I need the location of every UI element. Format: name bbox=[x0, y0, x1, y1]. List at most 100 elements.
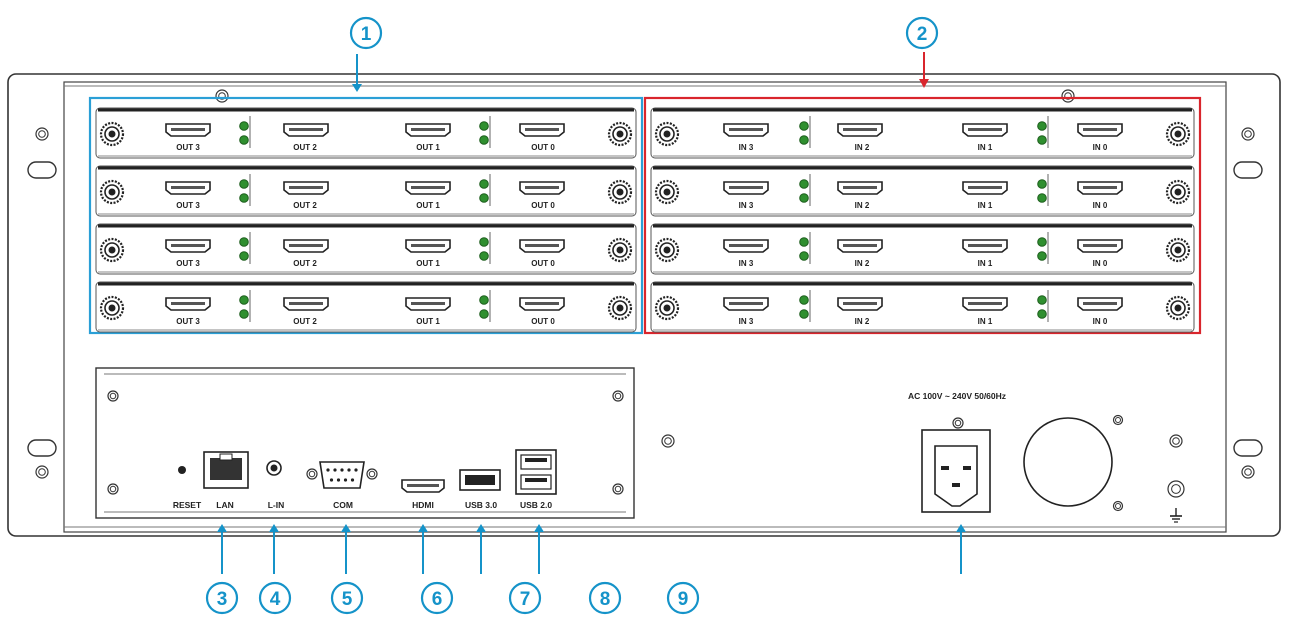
thumbscrew-center bbox=[1174, 246, 1182, 254]
power-rating-label: AC 100V ~ 240V 50/60Hz bbox=[908, 391, 1006, 401]
port-label-3: COM bbox=[333, 500, 353, 510]
hdmi-pins bbox=[289, 128, 323, 131]
panel-screw bbox=[612, 390, 624, 402]
output-port-label: OUT 1 bbox=[416, 317, 440, 326]
arrow-head bbox=[269, 524, 279, 532]
callout-6: 6 bbox=[420, 581, 454, 615]
hdmi-pins bbox=[289, 244, 323, 247]
hdmi-pins bbox=[968, 128, 1002, 131]
led-indicator bbox=[1037, 295, 1047, 305]
led-indicator bbox=[479, 237, 489, 247]
callout-circle bbox=[258, 581, 292, 615]
screw-inner bbox=[38, 468, 46, 476]
hdmi-port bbox=[962, 181, 1008, 195]
led-indicator bbox=[479, 135, 489, 145]
output-port-label: OUT 3 bbox=[176, 143, 200, 152]
screw-inner bbox=[1172, 437, 1180, 445]
arrow-head bbox=[352, 84, 362, 92]
thumbscrew-center bbox=[616, 130, 624, 138]
screw-inner bbox=[1244, 468, 1252, 476]
thumbscrew bbox=[607, 295, 633, 321]
led-indicator bbox=[799, 193, 809, 203]
led-indicator bbox=[1037, 251, 1047, 261]
callout-circle bbox=[508, 581, 542, 615]
screw-inner bbox=[308, 470, 316, 478]
hdmi-port bbox=[723, 181, 769, 195]
led-indicator bbox=[239, 135, 249, 145]
input-port-label: IN 3 bbox=[739, 317, 754, 326]
card-faceplate bbox=[95, 165, 637, 217]
callout-number: 3 bbox=[217, 589, 228, 610]
led-indicator bbox=[239, 309, 249, 319]
input-port-label: IN 0 bbox=[1093, 317, 1108, 326]
thumbscrew bbox=[99, 295, 125, 321]
reset-button bbox=[178, 466, 186, 474]
output-port-label: OUT 1 bbox=[416, 201, 440, 210]
led-indicator bbox=[1037, 193, 1047, 203]
hdmi-port bbox=[405, 123, 451, 137]
db9-pin bbox=[336, 478, 341, 482]
screw-outer bbox=[215, 89, 229, 103]
callout-number: 5 bbox=[342, 589, 353, 610]
hdmi-port bbox=[962, 123, 1008, 137]
hdmi-pins bbox=[729, 186, 763, 189]
hdmi-pins bbox=[968, 244, 1002, 247]
hdmi-port bbox=[165, 181, 211, 195]
hdmi-port bbox=[962, 239, 1008, 253]
panel-screw bbox=[107, 390, 119, 402]
input-port-label: IN 0 bbox=[1093, 143, 1108, 152]
led-indicator bbox=[479, 121, 489, 131]
hdmi-pins bbox=[289, 302, 323, 305]
hdmi-port bbox=[837, 239, 883, 253]
hdmi-pins bbox=[729, 302, 763, 305]
port-label-5: USB 3.0 bbox=[465, 500, 497, 510]
com-port bbox=[306, 461, 378, 489]
card-faceplate bbox=[95, 107, 637, 159]
screw-outer bbox=[1061, 89, 1075, 103]
output-cards-frame bbox=[88, 96, 644, 335]
arrow-head bbox=[956, 524, 966, 532]
input-port-label: IN 3 bbox=[739, 201, 754, 210]
input-port-label: IN 3 bbox=[739, 259, 754, 268]
audio-jack-inner bbox=[270, 464, 278, 472]
port-label-6: USB 2.0 bbox=[520, 500, 552, 510]
input-cards-frame bbox=[643, 96, 1202, 335]
hdmi-port bbox=[519, 181, 565, 195]
screw-inner bbox=[218, 92, 226, 100]
thumbscrew-center bbox=[1174, 304, 1182, 312]
db9-pin bbox=[329, 478, 334, 482]
hdmi-pins bbox=[411, 186, 445, 189]
hdmi-pins bbox=[411, 128, 445, 131]
output-port-label: OUT 1 bbox=[416, 143, 440, 152]
screw-outer bbox=[1112, 414, 1124, 426]
thumbscrew bbox=[654, 295, 680, 321]
hdmi-pins bbox=[1083, 128, 1117, 131]
hdmi-port bbox=[283, 123, 329, 137]
card-faceplate bbox=[650, 107, 1195, 159]
screw-inner bbox=[38, 130, 46, 138]
card-faceplate bbox=[650, 223, 1195, 275]
screw-inner bbox=[1244, 130, 1252, 138]
output-port-label: OUT 2 bbox=[293, 143, 317, 152]
screw-inner bbox=[1171, 484, 1181, 494]
screw-inner bbox=[1115, 503, 1121, 509]
thumbscrew bbox=[99, 179, 125, 205]
db9-screw bbox=[306, 468, 318, 480]
ear-slot bbox=[27, 161, 57, 179]
screw-outer bbox=[612, 390, 624, 402]
thumbscrew-center bbox=[663, 130, 671, 138]
thumbscrew bbox=[1165, 121, 1191, 147]
callout-number: 4 bbox=[270, 589, 281, 610]
hdmi-port bbox=[837, 297, 883, 311]
callout-circle bbox=[349, 16, 383, 50]
hdmi-pins bbox=[525, 244, 559, 247]
hdmi-pins bbox=[1083, 302, 1117, 305]
led-indicator bbox=[479, 309, 489, 319]
ground-terminal bbox=[1167, 480, 1185, 498]
hdmi-port bbox=[165, 297, 211, 311]
thumbscrew bbox=[99, 121, 125, 147]
